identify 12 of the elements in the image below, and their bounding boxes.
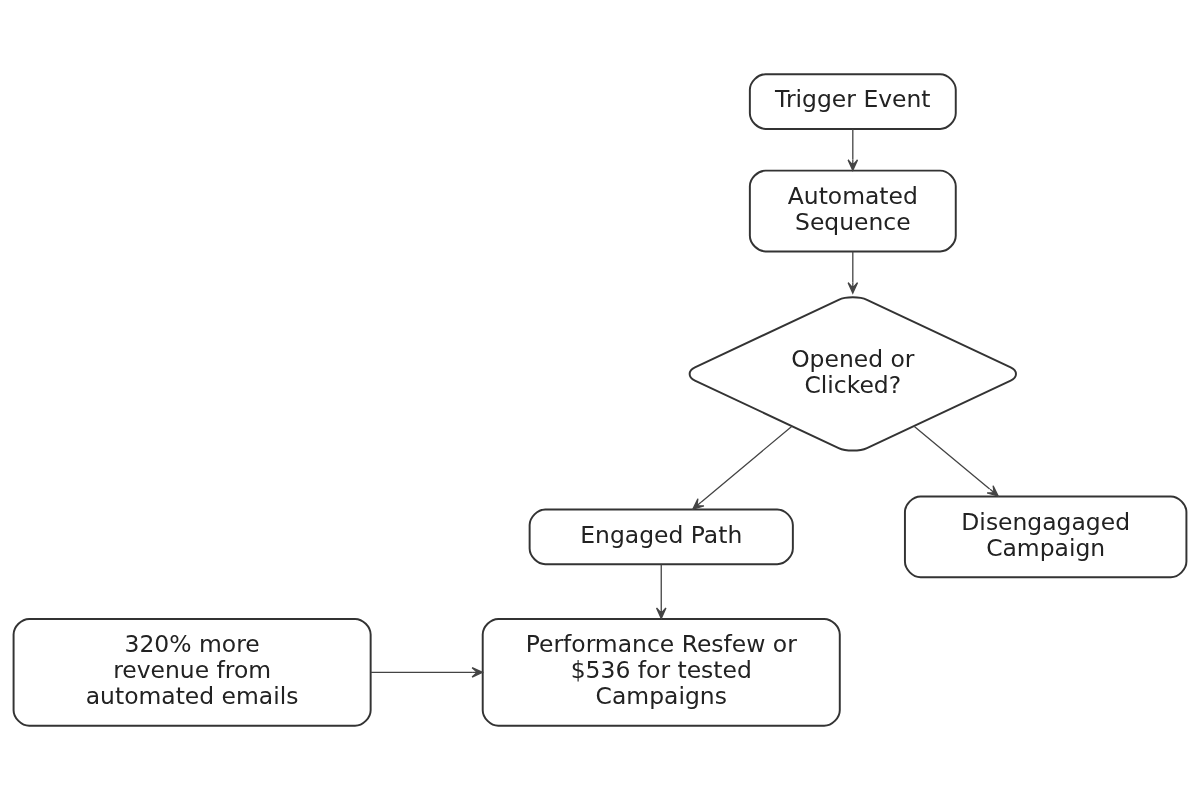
- arrow: [692, 425, 793, 510]
- node-box: 320% more revenue from automated emails: [12, 617, 372, 727]
- node-box: Performance Resfew or $536 for tested Campaigns: [481, 617, 841, 727]
- arrow: [370, 667, 484, 678]
- arrow: [847, 128, 859, 171]
- arrow: [655, 563, 667, 620]
- node-box: Trigger Event: [748, 73, 957, 130]
- arrow: [847, 250, 859, 294]
- node-box: Engaged Path: [528, 508, 794, 566]
- arrow: [913, 425, 999, 497]
- node-box: Automated Sequence: [748, 169, 957, 253]
- node-box: Disengagaged Campaign: [903, 495, 1188, 579]
